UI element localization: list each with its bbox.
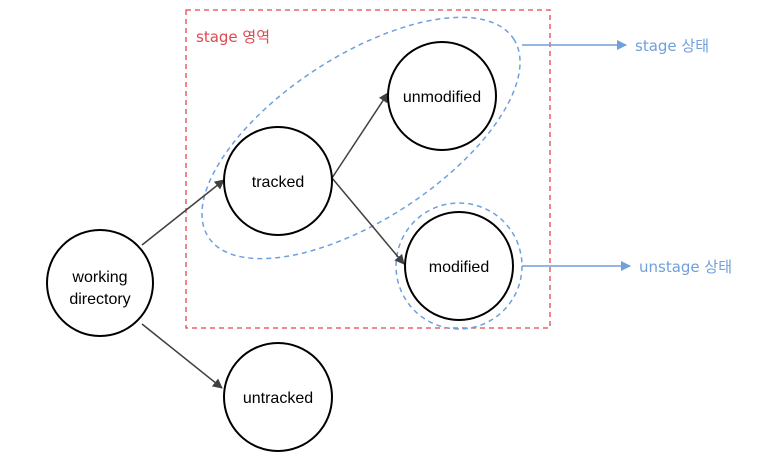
node-unmodified-label: unmodified xyxy=(403,89,481,106)
edge-working-to-tracked xyxy=(141,179,225,246)
node-working-directory-line2: directory xyxy=(69,291,130,308)
stage-region-label: stage 영역 xyxy=(196,28,270,46)
node-tracked-label: tracked xyxy=(252,174,304,191)
node-modified: modified xyxy=(404,211,514,321)
unstage-state-label: unstage 상태 xyxy=(639,258,732,276)
node-untracked: untracked xyxy=(223,342,333,452)
edge-working-to-untracked xyxy=(141,323,223,389)
node-tracked: tracked xyxy=(223,126,333,236)
edge-tracked-to-unmodified xyxy=(331,92,389,179)
edge-tracked-to-modified xyxy=(331,177,405,265)
node-modified-label: modified xyxy=(429,259,489,276)
node-working-directory-line1: working xyxy=(71,269,127,286)
node-unmodified: unmodified xyxy=(387,41,497,151)
stage-region-box xyxy=(185,9,551,329)
stage-state-group xyxy=(201,16,521,260)
node-working-directory: working directory xyxy=(46,229,154,337)
stage-state-label: stage 상태 xyxy=(635,37,709,55)
node-untracked-label: untracked xyxy=(243,390,313,407)
